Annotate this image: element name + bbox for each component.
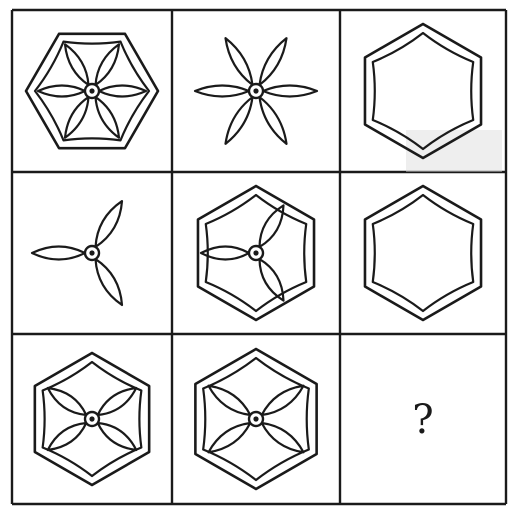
petal xyxy=(96,44,120,85)
petal xyxy=(260,97,287,144)
question-mark: ? xyxy=(412,397,433,443)
cell-r2c3 xyxy=(365,186,481,320)
petal xyxy=(263,86,317,97)
hexagon-outer xyxy=(365,186,481,320)
flower-center-dot xyxy=(253,416,258,421)
petal xyxy=(99,86,146,97)
cell-r2c2 xyxy=(198,186,314,320)
petal xyxy=(32,247,85,260)
cell-r3c3: ? xyxy=(412,397,433,443)
cell-r3c1 xyxy=(35,353,149,485)
flower-center-dot xyxy=(253,88,258,93)
petal xyxy=(226,97,253,144)
flower-center-dot xyxy=(89,88,94,93)
petal xyxy=(208,423,250,452)
hexagon-inner xyxy=(373,195,473,311)
cell-r2c1 xyxy=(32,201,122,305)
petal xyxy=(98,388,137,415)
petal xyxy=(208,386,250,415)
cell-r1c1 xyxy=(26,34,158,148)
cell-r1c2 xyxy=(195,38,317,144)
petal xyxy=(48,423,87,450)
petal xyxy=(65,97,89,138)
petal xyxy=(96,201,123,247)
petal xyxy=(38,86,85,97)
petal xyxy=(226,38,253,85)
petal xyxy=(262,423,304,452)
scan-smudge xyxy=(406,130,502,172)
petal xyxy=(96,97,120,138)
petal xyxy=(48,388,87,415)
petal xyxy=(262,386,304,415)
flower-center-dot xyxy=(89,416,94,421)
petal xyxy=(65,44,89,85)
flower-center-dot xyxy=(253,250,258,255)
flower-center-dot xyxy=(89,250,94,255)
petal xyxy=(96,259,123,305)
petal xyxy=(98,423,137,450)
petal xyxy=(260,38,287,85)
cell-r3c2 xyxy=(195,349,316,489)
petal xyxy=(195,86,249,97)
